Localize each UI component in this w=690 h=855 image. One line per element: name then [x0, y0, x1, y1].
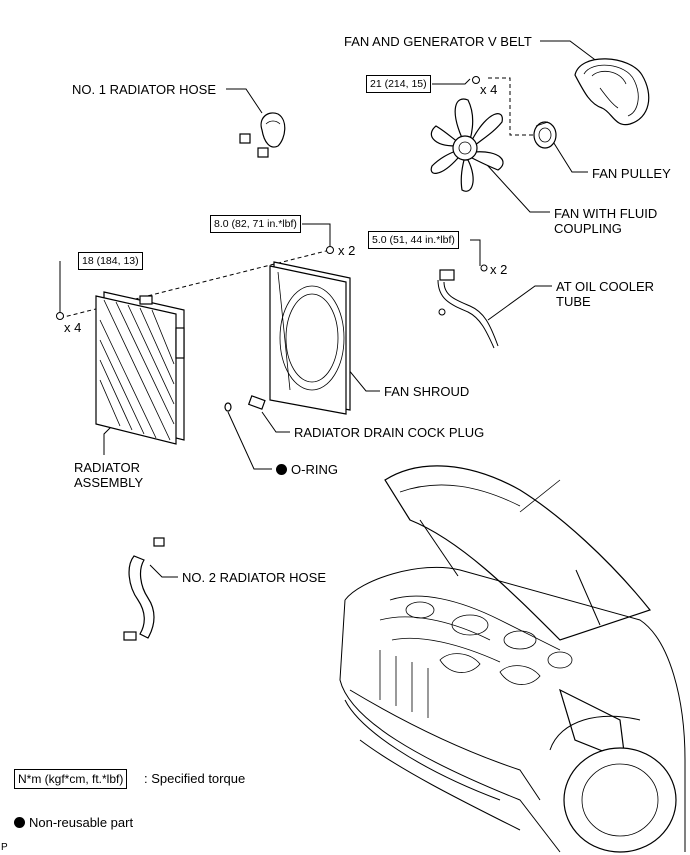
radiator-assembly-label: RADIATOR ASSEMBLY	[74, 460, 144, 490]
fan-belt-label: FAN AND GENERATOR V BELT	[344, 34, 532, 49]
no1-radiator-hose-part	[239, 112, 286, 158]
legend-nonreusable-text: Non-reusable part	[29, 815, 134, 830]
fan-nut-torque-box: 21 (214, 15)	[366, 75, 431, 93]
legend-torque-unit-box: N*m (kgf*cm, ft.*lbf)	[14, 769, 128, 789]
fan-pulley-part	[533, 121, 557, 149]
fan-shroud-label: FAN SHROUD	[384, 384, 470, 399]
legend-nonreusable: Non-reusable part	[14, 815, 133, 830]
fan-fluid-coupling-label: FAN WITH FLUID COUPLING	[554, 206, 658, 236]
legend-dot-icon	[14, 817, 25, 828]
o-ring-label: O-RING	[276, 462, 338, 477]
radiator-bolt-multiplier: x 4	[64, 320, 82, 335]
legend-torque-text: : Specified torque	[144, 771, 246, 786]
radiator-assembly-part	[56, 291, 185, 445]
drain-plug-part	[247, 395, 266, 410]
radiator-bolt-torque-box: 18 (184, 13)	[78, 252, 143, 270]
fan-nut-multiplier: x 4	[480, 82, 498, 97]
fan-shroud-part	[269, 246, 351, 415]
shroud-bolt-multiplier: x 2	[338, 243, 356, 258]
at-oil-cooler-tube-part	[437, 264, 499, 349]
drain-cock-plug-label: RADIATOR DRAIN COCK PLUG	[294, 425, 485, 440]
cooler-tube-bolt-torque-box: 5.0 (51, 44 in.*lbf)	[368, 231, 459, 249]
at-oil-cooler-tube-label: AT OIL COOLER TUBE	[556, 279, 655, 309]
o-ring-part	[224, 402, 232, 412]
nonreusable-dot-icon	[276, 464, 287, 475]
no1-radiator-hose-label: NO. 1 RADIATOR HOSE	[72, 82, 216, 97]
corner-mark: P	[1, 842, 8, 853]
no2-radiator-hose-part	[123, 537, 165, 641]
fan-pulley-label: FAN PULLEY	[592, 166, 671, 181]
alignment-lines	[59, 77, 540, 319]
cooler-tube-bolt-multiplier: x 2	[490, 262, 508, 277]
leader-lines	[59, 40, 599, 578]
fan-belt-part	[574, 58, 650, 126]
o-ring-text: O-RING	[291, 462, 338, 477]
fan-fluid-coupling-part	[430, 76, 504, 192]
no2-radiator-hose-label: NO. 2 RADIATOR HOSE	[182, 570, 326, 585]
shroud-bolt-torque-box: 8.0 (82, 71 in.*lbf)	[210, 215, 301, 233]
vehicle-front-illustration	[339, 465, 686, 853]
